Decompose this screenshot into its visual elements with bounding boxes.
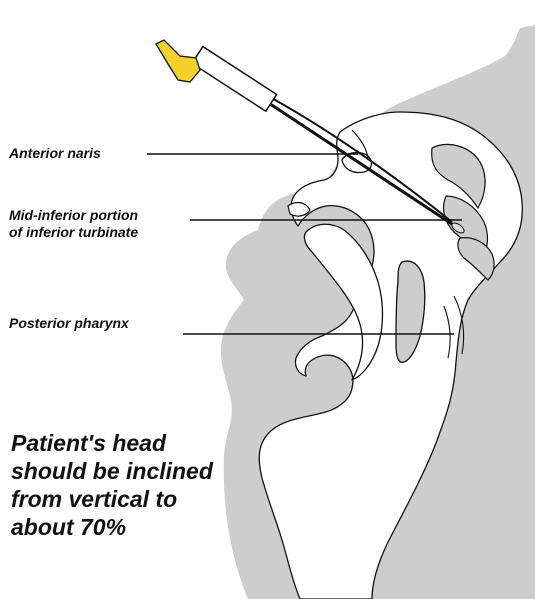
instruction-line2: should be inclined [11,457,213,485]
label-anterior-naris: Anterior naris [9,145,101,162]
swab-tube [192,47,277,112]
label-turbinate-line1: Mid-inferior portion [9,207,138,224]
label-turbinate-line2: of inferior turbinate [9,224,138,241]
instruction-text: Patient's head should be inclined from v… [11,429,213,541]
label-posterior-pharynx: Posterior pharynx [9,315,129,332]
instruction-line3: from vertical to [11,485,213,513]
instruction-line4: about 70% [11,513,213,541]
instruction-line1: Patient's head [11,429,213,457]
label-turbinate: Mid-inferior portion of inferior turbina… [9,207,138,241]
swab-cap [156,40,200,82]
